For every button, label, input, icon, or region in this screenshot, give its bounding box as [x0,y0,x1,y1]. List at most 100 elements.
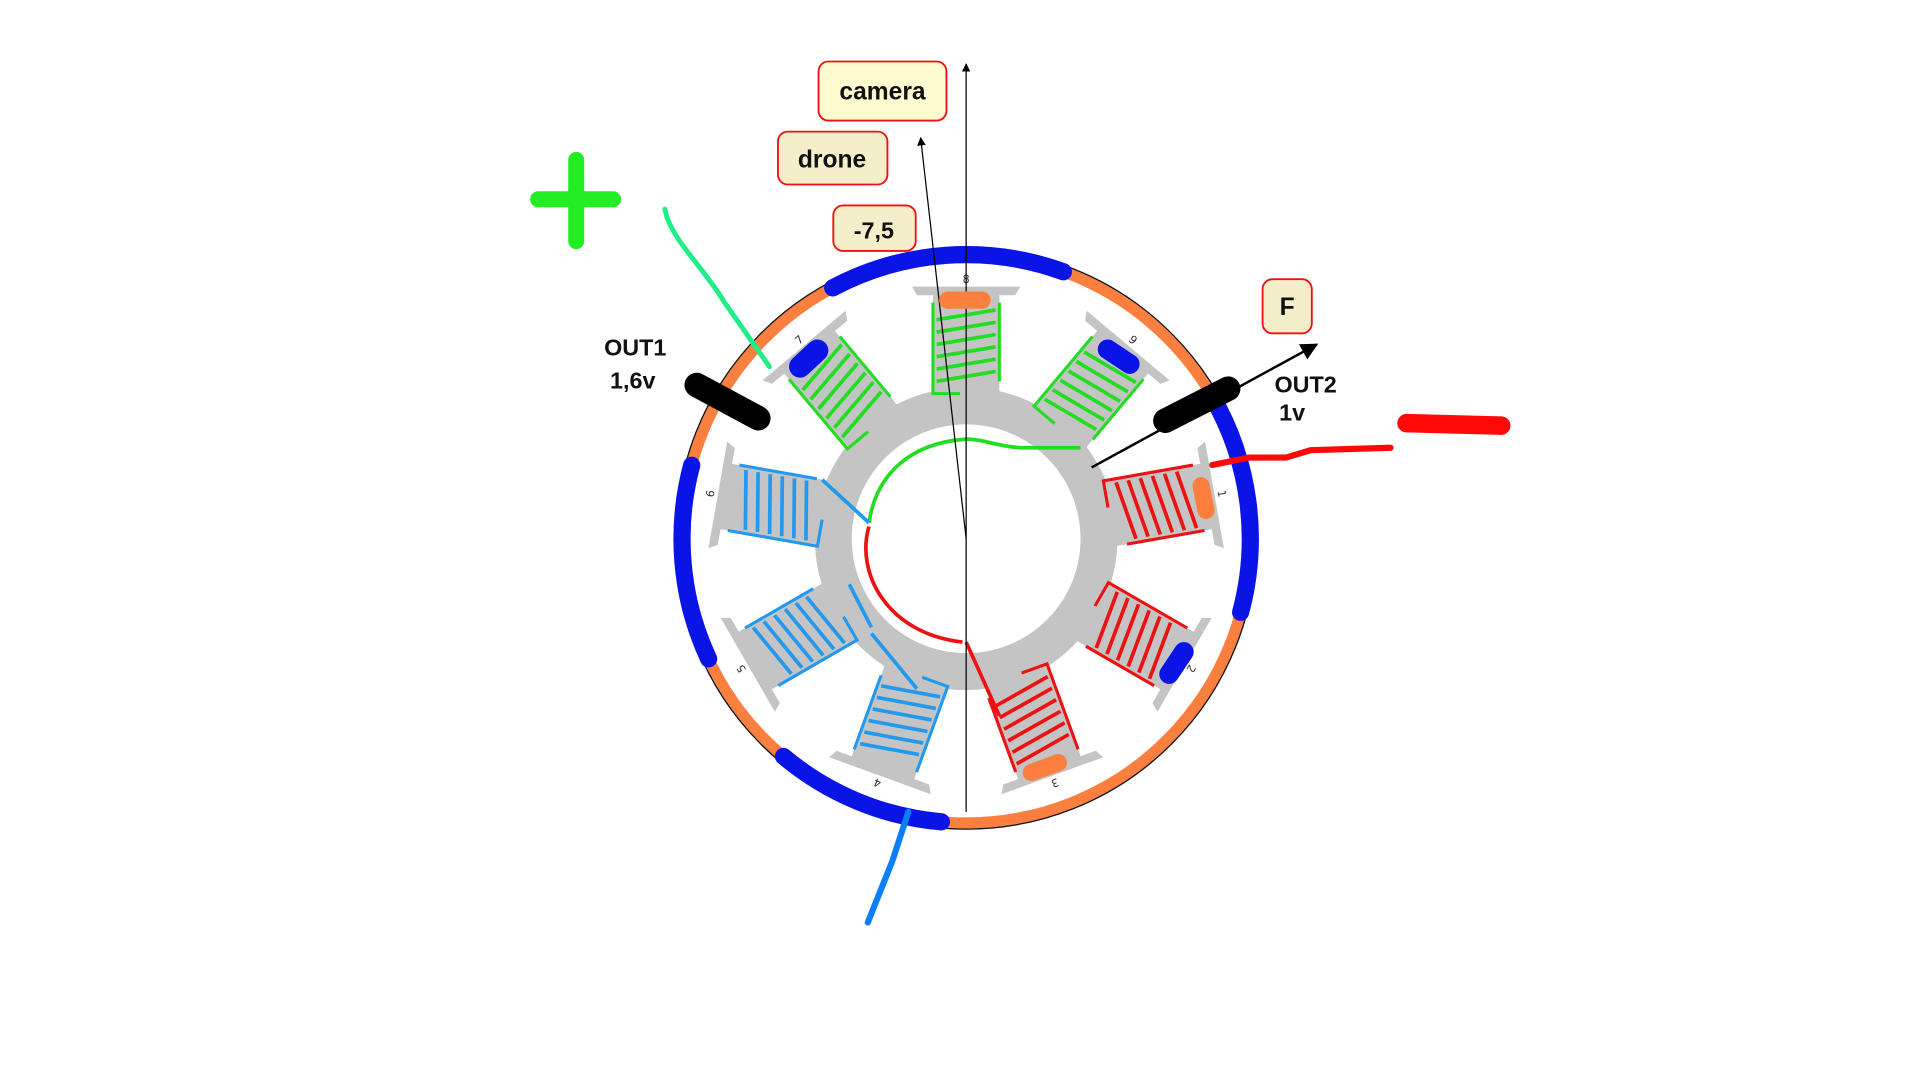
coil-outline [1093,580,1189,630]
coil-winding [872,707,932,722]
coil-winding [817,362,859,411]
coil-winding [805,595,846,645]
coil-winding [1043,397,1098,432]
coil-winding [840,390,883,439]
force-text: F [1280,294,1295,321]
blue-phase-wire [820,478,919,691]
coil-winding [1162,473,1187,531]
red-phase-wire [864,525,1002,717]
north-magnet-arc [824,246,1072,297]
coil-outline [787,378,870,452]
blue-marker [789,339,829,378]
coil-winding [1003,698,1058,731]
coil-winding [1114,481,1138,540]
blue-lead-wire [864,808,912,926]
coil-winding [1083,350,1137,385]
tooth-number: 6 [704,489,718,498]
blue-marker [1097,339,1140,374]
stator-tooth-1: 1 [1093,441,1229,549]
out1-label: OUT1 [604,334,666,360]
tooth-number: 4 [872,775,883,790]
minus-terminal-icon [1397,413,1511,435]
coil-winding [1059,378,1114,413]
tooth-number: 5 [734,662,749,675]
camera-text: camera [839,79,925,106]
coil-winding [1007,709,1062,743]
coil-winding [794,601,836,651]
coil-winding [751,626,793,675]
coil-winding [773,614,815,663]
coil-outline [1031,335,1094,425]
coil-winding [804,480,809,541]
green-lead-wire [662,206,772,370]
coil-winding [767,474,773,535]
coil-winding [1051,388,1106,422]
coil-winding [859,741,920,757]
coil-winding [825,371,867,420]
coil-winding [1094,591,1119,649]
blue-marker [1159,642,1194,684]
stator-tooth-5: 5 [720,577,866,712]
drone-text: drone [798,146,866,173]
coil-winding [779,476,785,537]
offset-label: -7,5 [832,204,917,252]
coil-winding [994,675,1049,708]
coil-winding [755,472,760,532]
red-lead-wire [1209,444,1394,469]
north-magnet-arc [673,456,718,668]
force-label: F [1261,278,1313,335]
coil-winding [809,352,852,401]
orange-marker [1192,477,1215,520]
coil-winding [801,343,844,392]
tooth-number: 9 [1126,333,1140,347]
coil-winding [1126,479,1150,538]
plus-terminal-icon [530,151,622,250]
coil-winding [1075,359,1129,394]
drone-label: drone [777,130,889,186]
coil-winding [1115,603,1141,661]
coil-winding [783,607,825,657]
tooth-number: 7 [793,333,807,347]
north-magnet-arc [774,747,950,831]
coil-winding [1150,475,1175,534]
drone-axis-arrow [917,136,967,539]
out1-sensor [684,372,771,431]
camera-label: camera [817,60,948,122]
coil-winding [833,381,875,429]
coil-winding [743,469,748,530]
offset-text: -7,5 [854,218,894,244]
coil-outline [1021,661,1080,750]
coil-winding [880,684,941,699]
green-phase-wire [867,437,1081,524]
coil-winding [1147,622,1173,680]
coil-winding [876,695,937,711]
coil-outline [727,519,824,549]
coil-winding [1174,471,1199,529]
out2-value: 1v [1279,400,1305,426]
coil-winding [1067,369,1121,403]
out1-value: 1,6v [610,368,655,394]
out2-sensor [1153,376,1241,433]
coil-winding [1126,609,1151,668]
coil-winding [762,620,804,669]
coil-winding [1138,477,1162,536]
coil-outline [931,302,960,396]
tooth-number: 1 [1215,489,1229,498]
coil-winding [1011,721,1066,754]
stator-tooth-6: 6 [704,441,839,549]
stator-tooth-4: 4 [829,654,952,795]
coil-outline [1101,463,1194,508]
orange-marker [1022,754,1068,782]
coil-winding [1105,597,1130,655]
coil-winding [998,686,1053,720]
coil-outline [777,615,860,687]
coil-winding [1137,615,1162,674]
coil-winding [792,478,797,539]
coil-winding [868,718,928,734]
magnet-ring-north [673,246,1259,831]
tooth-number: 3 [1049,775,1060,790]
out2-label: OUT2 [1274,371,1336,397]
coil-outline [915,675,950,773]
coil-winding [1015,732,1070,766]
